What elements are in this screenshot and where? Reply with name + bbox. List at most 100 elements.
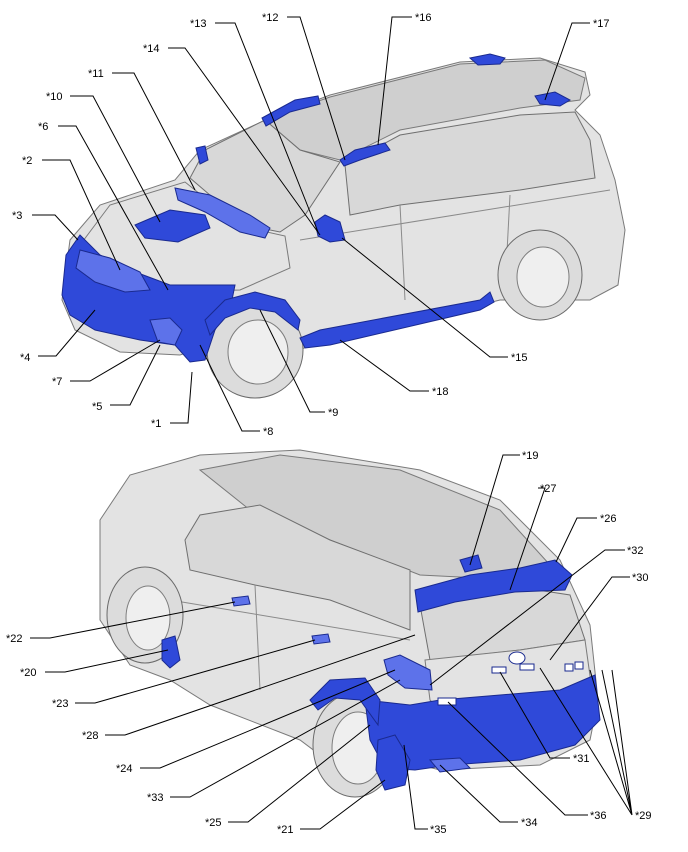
leader-31 [499,671,570,759]
callout-1: *1 [151,418,161,430]
callout-28: *28 [82,730,99,742]
front-fender-flare [204,291,301,336]
callout-25: *25 [205,817,222,829]
roof-rail-center [339,142,391,167]
leader-16 [377,16,412,146]
hood-scoop [134,209,211,243]
leader-7 [70,339,161,382]
callout-27: *27 [540,483,557,495]
toyota-emblem [508,651,526,665]
front-vehicle-roof [264,59,586,161]
leader-27 [509,487,546,591]
callout-15: *15 [511,352,528,364]
front-left-rim [227,319,289,385]
leader-10 [70,95,161,223]
callout-11: *11 [88,68,104,80]
leader-2 [42,159,121,271]
leader-32 [429,549,625,686]
callout-4: *4 [20,352,30,364]
callout-23: *23 [52,698,69,710]
leader-34 [439,764,518,823]
leader-33 [170,679,401,798]
front-mudguard-rear-view [161,635,181,669]
callout-5: *5 [92,401,102,413]
rear-left-rim [516,246,570,308]
callout-33: *33 [147,792,164,804]
callout-13: *13 [190,18,207,30]
leader-11 [112,72,196,191]
leader-19 [469,454,520,566]
callout-16: *16 [415,12,432,24]
rear-name-plate-3 [564,663,574,672]
rear-mudguard [375,734,411,791]
leader-24 [140,669,396,769]
leader-35 [403,744,428,830]
leader-23 [75,639,316,704]
rear-combination-lamp [383,654,433,691]
rear-name-plate-4 [574,661,584,670]
leader-18 [339,339,429,392]
leader-13 [215,22,319,233]
callout-9: *9 [328,407,338,419]
callout-2: *2 [22,155,32,167]
callout-19: *19 [522,450,539,462]
callout-20: *20 [20,667,37,679]
callout-14: *14 [143,43,160,55]
callout-26: *26 [600,513,617,525]
leader-5 [110,344,161,406]
leader-4 [38,309,96,357]
callout-24: *24 [116,763,133,775]
leader-1 [170,371,193,424]
leader-9 [259,309,325,413]
leader-12 [287,16,346,161]
front-door-line [399,204,406,301]
callout-30: *30 [632,572,649,584]
leader-36 [447,701,588,816]
rear-view-vehicle [99,449,601,798]
leader-14 [168,47,321,236]
hood-trim [174,187,271,239]
callout-22: *22 [6,633,23,645]
callout-31: *31 [573,753,590,765]
leader-20 [45,649,169,673]
callout-8: *8 [263,426,273,438]
callout-10: *10 [46,91,63,103]
rear-name-plate-2 [519,663,535,671]
front-roof-rail [261,95,321,127]
callout-32: *32 [627,545,644,557]
rear-under-cover [428,757,472,773]
outside-door-handle-rear [311,633,331,645]
leader-25 [228,724,371,823]
callout-7: *7 [52,376,62,388]
rear-emblem-plate [437,697,457,706]
leader-30 [549,576,630,661]
rear-spoiler [414,559,573,613]
leader-8 [199,344,260,432]
leader-26 [555,517,597,563]
callout-36: *36 [590,810,607,822]
leader-lines [30,16,633,830]
callout-29: *29 [635,810,652,822]
front-grille [75,249,151,293]
rear-side-windows [184,504,411,631]
outside-door-handle-front [231,595,251,607]
rear-quarter-flare [309,677,381,727]
front-beltline [299,189,611,241]
leader-28 [105,634,416,736]
leader-22 [30,601,236,639]
callout-21: *21 [277,824,294,836]
rear-door-line [254,584,261,691]
front-side-windows [344,111,596,216]
callout-35: *35 [430,824,447,836]
fog-lamp-bezel [149,317,183,346]
rear-view-front-rim [125,585,171,651]
callout-17: *17 [593,18,610,30]
callout-6: *6 [38,121,48,133]
callout-12: *12 [262,12,279,24]
callout-18: *18 [432,386,449,398]
leader-6 [58,125,169,291]
leader-17 [544,22,590,101]
callout-3: *3 [12,210,22,222]
leader-29 [539,667,633,816]
